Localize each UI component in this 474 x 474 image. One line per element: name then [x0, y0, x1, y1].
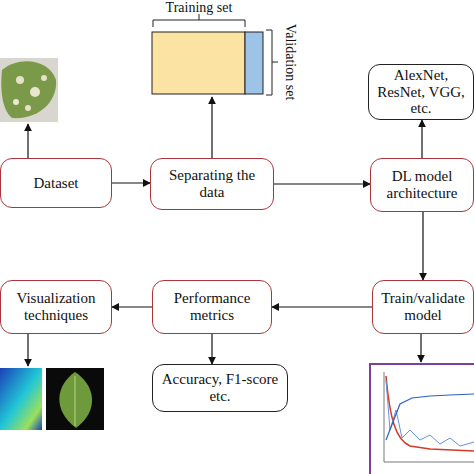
process-box: Separating the data — [150, 158, 274, 210]
flow-arrow — [274, 183, 370, 184]
split-image — [152, 14, 278, 95]
info-box: Accuracy, F1-score etc. — [152, 364, 288, 412]
heatmap-image — [0, 368, 104, 430]
training-plot — [370, 364, 474, 474]
flow-arrow — [112, 182, 150, 183]
leader-arrow — [211, 97, 212, 158]
box-text: Train/validate model — [379, 290, 467, 324]
flow-arrow — [422, 212, 423, 280]
info-box: AlexNet, ResNet, VGG, etc. — [368, 64, 474, 120]
bracket-label: Validation set — [282, 24, 298, 101]
box-text: Dataset — [34, 175, 79, 192]
process-box: Visualization techniques — [0, 280, 112, 334]
box-text: Separating the data — [157, 167, 267, 201]
process-box: Dataset — [0, 158, 112, 208]
box-text: AlexNet, ResNet, VGG, etc. — [375, 67, 467, 117]
box-text: DL model architecture — [377, 168, 467, 202]
leader-arrow — [420, 334, 421, 362]
leader-arrow — [27, 124, 28, 158]
flow-arrow — [421, 120, 422, 158]
process-box: DL model architecture — [370, 158, 474, 212]
process-box: Performance metrics — [152, 280, 272, 334]
box-text: Accuracy, F1-score etc. — [159, 371, 281, 405]
flow-arrow — [272, 306, 372, 307]
bracket-label: Training set — [166, 0, 233, 16]
box-text: Performance metrics — [159, 290, 265, 324]
box-text: Visualization techniques — [7, 290, 105, 324]
flow-arrow — [112, 306, 152, 307]
process-box: Train/validate model — [372, 280, 474, 334]
leader-arrow — [27, 334, 28, 366]
leaf-image — [0, 58, 58, 122]
flow-arrow — [211, 334, 212, 364]
